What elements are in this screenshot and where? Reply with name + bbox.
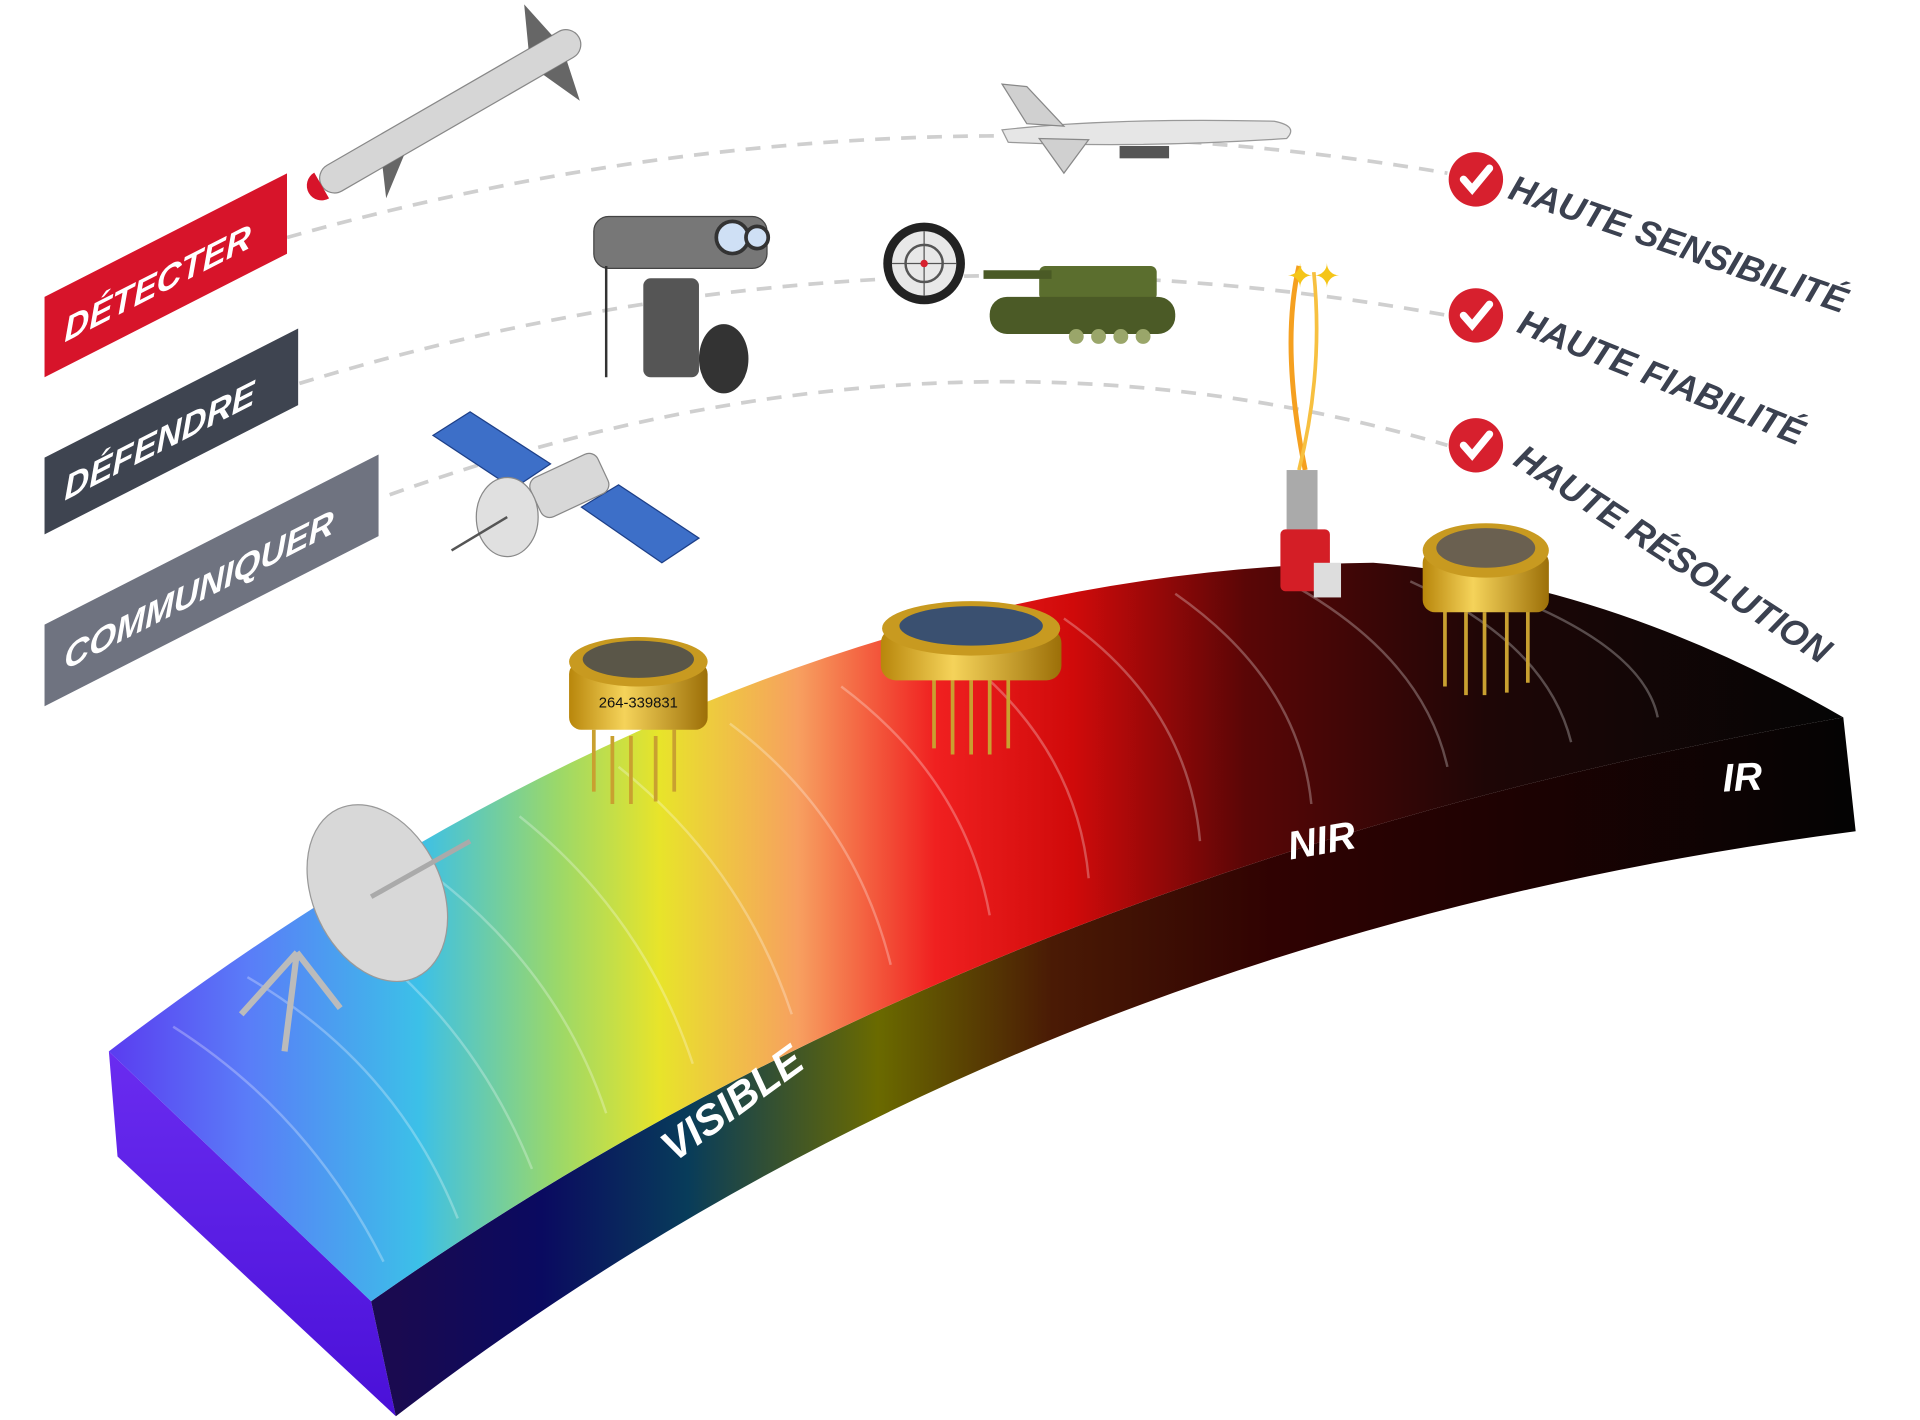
satellite-icon <box>431 411 701 564</box>
target-icon <box>883 222 965 305</box>
detector-can-2 <box>880 601 1062 755</box>
wave-pattern <box>172 580 1659 1263</box>
benefit-high-sensitivity: HAUTE SENSIBILITÉ <box>1448 152 1854 322</box>
detector-can-1: 264-339831 <box>569 637 708 805</box>
check-circle-icon <box>1448 152 1504 207</box>
benefit-high-reliability: HAUTE FIABILITÉ <box>1448 288 1811 454</box>
tank-icon <box>983 265 1176 344</box>
band-top-face <box>108 562 1844 1302</box>
dish-antenna-icon <box>238 804 472 1052</box>
missile-icon <box>306 4 582 201</box>
svg-text:COMMUNIQUER: COMMUNIQUER <box>64 502 334 678</box>
binoculars-camera-icon <box>593 215 771 394</box>
spectrum-band: VISIBLE NIR IR <box>108 562 1856 1417</box>
check-circle-icon <box>1448 288 1504 343</box>
category-label-detect: DÉTECTER <box>44 173 288 378</box>
arc-detect <box>286 133 1448 240</box>
category-label-defend: DÉFENDRE <box>44 328 299 535</box>
band-label-ir: IR <box>1721 755 1763 801</box>
band-front-face <box>371 717 1856 1417</box>
svg-text:HAUTE SENSIBILITÉ: HAUTE SENSIBILITÉ <box>1504 168 1853 322</box>
flare-launcher-icon: ✦✦ <box>1280 258 1342 598</box>
detector-part-number: 264-339831 <box>599 696 678 712</box>
arc-defend <box>298 273 1448 386</box>
svg-text:HAUTE FIABILITÉ: HAUTE FIABILITÉ <box>1512 302 1811 454</box>
sparkle-icon: ✦✦ <box>1287 258 1341 294</box>
drone-icon <box>1000 83 1292 175</box>
detector-can-3 <box>1422 523 1549 696</box>
check-circle-icon <box>1448 418 1504 473</box>
band-side-face <box>108 1051 396 1417</box>
